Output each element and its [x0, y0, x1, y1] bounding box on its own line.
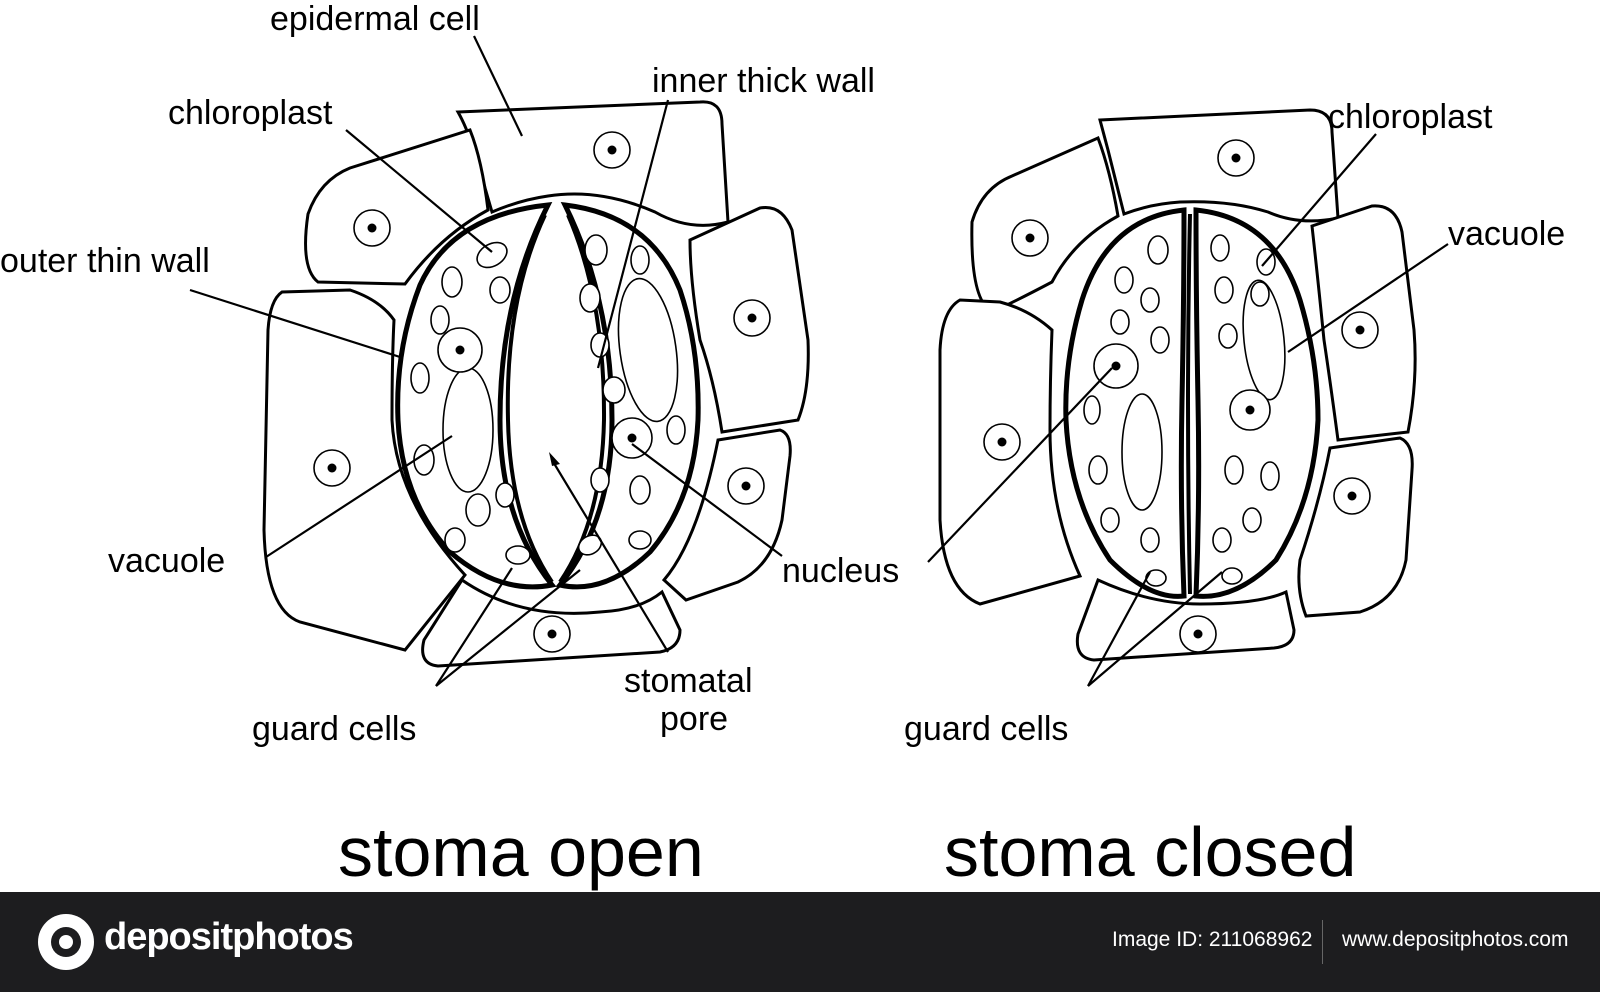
- label-nucleus: nucleus: [782, 552, 899, 590]
- stoma-closed-diagram: [938, 108, 1417, 662]
- stoma-open-diagram: [262, 100, 810, 668]
- label-guard-cells-left: guard cells: [252, 710, 416, 748]
- label-chloroplast-right: chloroplast: [1328, 98, 1493, 136]
- epidermal-cell-right-lower: [1297, 436, 1414, 618]
- label-epidermal-cell: epidermal cell: [270, 0, 480, 38]
- label-inner-thick-wall: inner thick wall: [652, 62, 875, 100]
- site-url: www.depositphotos.com: [1342, 928, 1569, 951]
- stock-footer-bar: depositphotos Image ID: 211068962 www.de…: [0, 892, 1600, 992]
- caption-stoma-open: stoma open: [338, 813, 704, 891]
- epidermal-cell-top: [455, 100, 730, 227]
- leader-lines: [189, 35, 1449, 687]
- label-outer-thin-wall: outer thin wall: [0, 242, 210, 280]
- label-vacuole-right: vacuole: [1448, 215, 1565, 253]
- footer-divider: [1322, 920, 1323, 964]
- captions: stoma open stoma closed: [338, 813, 1356, 891]
- image-id: Image ID: 211068962: [1112, 928, 1313, 951]
- label-pore: pore: [660, 700, 728, 738]
- caption-stoma-closed: stoma closed: [944, 813, 1356, 891]
- guard-cell-right-open: [555, 201, 701, 590]
- labels: epidermal cell chloroplast inner thick w…: [0, 0, 1565, 748]
- stoma-diagram: epidermal cell chloroplast inner thick w…: [0, 0, 1565, 891]
- depositphotos-logo-icon: [38, 914, 94, 970]
- brand-name: depositphotos: [104, 916, 354, 958]
- label-stomatal: stomatal: [624, 662, 753, 700]
- label-vacuole-left: vacuole: [108, 542, 225, 580]
- epidermal-cell-upper-left: [304, 128, 490, 286]
- label-guard-cells-right: guard cells: [904, 710, 1068, 748]
- label-chloroplast-left: chloroplast: [168, 94, 333, 132]
